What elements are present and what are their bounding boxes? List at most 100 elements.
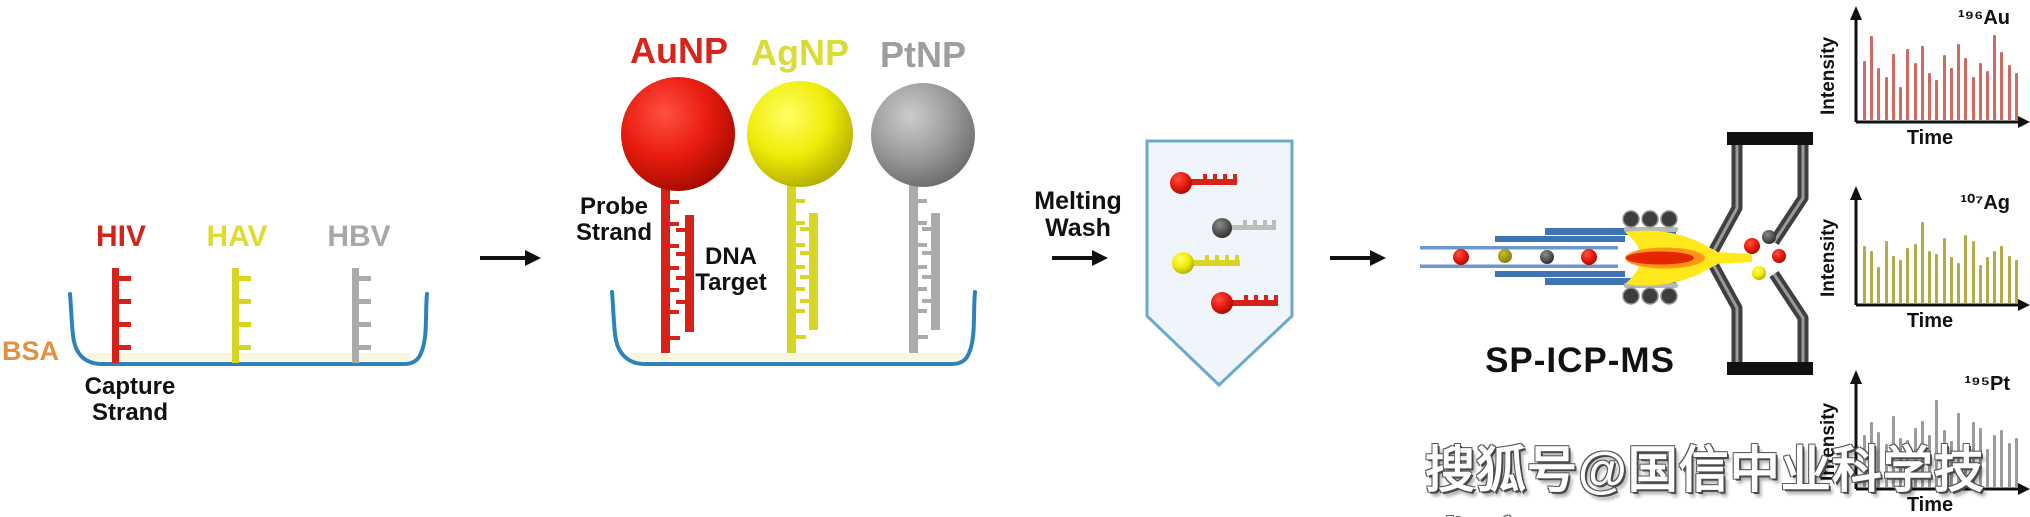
released-probe-au-1 (1170, 172, 1237, 194)
intensity-spike (1899, 86, 1903, 120)
intensity-spike (1964, 444, 1968, 487)
intensity-spike (1877, 266, 1881, 303)
plot-axes-au (1850, 6, 2030, 128)
ag-plot-xlabel: Time (1906, 310, 1954, 332)
intensity-spike (1913, 244, 1917, 303)
intensity-spike (1877, 67, 1881, 120)
capture-strand-caption: Capture Strand (84, 373, 176, 426)
agnp-label: AgNP (751, 32, 849, 73)
intensity-spike (1993, 34, 1997, 120)
ag-isotope-label: ¹⁰⁷Ag (1960, 192, 2010, 214)
intensity-spike (2014, 260, 2018, 303)
intensity-spike (1978, 428, 1982, 487)
intensity-spike (1884, 77, 1888, 120)
intensity-spike (1863, 246, 1866, 303)
intensity-spike (1964, 58, 1968, 120)
capture-strand-hav (232, 268, 251, 363)
intensity-spike (1957, 44, 1961, 120)
intensity-spike (1957, 263, 1961, 303)
intensity-spike (1877, 431, 1881, 487)
intensity-spike (1942, 55, 1946, 120)
intensity-spike (1985, 70, 1989, 120)
intensity-spike (1949, 67, 1953, 120)
intensity-spike (1957, 412, 1961, 487)
intensity-spike (1863, 61, 1866, 120)
intensity-spike (2007, 255, 2011, 303)
ag-plot-ylabel: Intensity (1818, 218, 1839, 298)
released-probe-ag (1172, 252, 1240, 274)
intensity-spike (1891, 53, 1895, 120)
arrow-right-icon (1052, 250, 1108, 266)
pt-isotope-label: ¹⁹⁵Pt (1964, 373, 2010, 395)
intensity-spike (1942, 238, 1946, 303)
plot-axes-pt (1850, 370, 2030, 495)
intensity-spike (1920, 420, 1924, 487)
intensity-spike (1942, 430, 1946, 487)
intensity-spike (2007, 443, 2011, 487)
dna-duplex-au (661, 186, 694, 353)
ptnp-label: PtNP (879, 34, 966, 75)
au-intensity-plot (1863, 25, 2018, 120)
intensity-spike (1891, 415, 1895, 487)
intensity-spike (1985, 257, 1989, 303)
arrow-right-icon (480, 250, 541, 266)
sampler-skimmer-cones (1709, 132, 1813, 375)
ag-intensity-plot (1863, 208, 2018, 303)
icp-torch (1420, 228, 1676, 285)
bsa-label: BSA (2, 336, 60, 366)
intensity-spike (1913, 428, 1917, 487)
dna-target-caption: DNA Target (695, 243, 767, 296)
intensity-spike (1906, 439, 1910, 487)
intensity-spike (2014, 72, 2018, 120)
intensity-spike (1971, 422, 1975, 487)
dna-duplex-ag (787, 185, 818, 353)
intensity-spike (1920, 45, 1924, 120)
plot-axes-ag (1850, 186, 2030, 311)
hybridization-dish (610, 290, 977, 366)
au-plot-ylabel: Intensity (1818, 36, 1839, 116)
intensity-spike (1870, 422, 1874, 487)
aunp-label: AuNP (630, 30, 728, 71)
ptnp-sphere (871, 83, 975, 187)
intensity-spike (1949, 441, 1953, 487)
intensity-spike (1884, 444, 1888, 487)
au-isotope-label: ¹⁹⁶Au (1957, 7, 2010, 29)
intensity-spike (1906, 247, 1910, 303)
capture-dish (68, 292, 429, 366)
intensity-spike (1906, 48, 1910, 120)
intensity-spike (1985, 449, 1989, 487)
au-plot-xlabel: Time (1906, 127, 1954, 149)
intensity-spike (1928, 72, 1932, 120)
intensity-spike (1964, 234, 1968, 303)
intensity-spike (1949, 257, 1953, 303)
capture-strand-hbv (352, 268, 371, 363)
intensity-spike (2000, 430, 2004, 487)
dna-duplex-pt (909, 185, 940, 353)
released-probe-au-2 (1211, 292, 1278, 314)
hiv-label: HIV (95, 220, 146, 253)
capture-strand-hiv (112, 268, 131, 363)
intensity-spike (2007, 64, 2011, 120)
melting-wash-caption: Melting Wash (1034, 187, 1122, 242)
intensity-spike (1928, 250, 1932, 303)
intensity-spike (1971, 77, 1975, 120)
released-probe-pt (1212, 218, 1276, 238)
intensity-spike (1884, 241, 1888, 303)
plasma-flame (1625, 230, 1752, 286)
intensity-spike (1935, 399, 1939, 487)
intensity-spike (1928, 434, 1932, 487)
intensity-spike (1891, 255, 1895, 303)
watermark-text: 搜狐号@国信中业科学技术院 (1425, 442, 1985, 517)
intensity-spike (1870, 250, 1874, 303)
intensity-spike (1899, 437, 1903, 487)
intensity-spike (1935, 253, 1939, 303)
sp-icp-ms-label: SP-ICP-MS (1485, 341, 1675, 380)
hbv-label: HBV (327, 220, 391, 253)
intensity-spike (1971, 241, 1975, 303)
intensity-spike (1978, 265, 1982, 303)
induction-coils (1622, 210, 1678, 305)
pt-intensity-plot (1863, 392, 2018, 487)
probe-strand-caption: Probe Strand (575, 193, 652, 246)
